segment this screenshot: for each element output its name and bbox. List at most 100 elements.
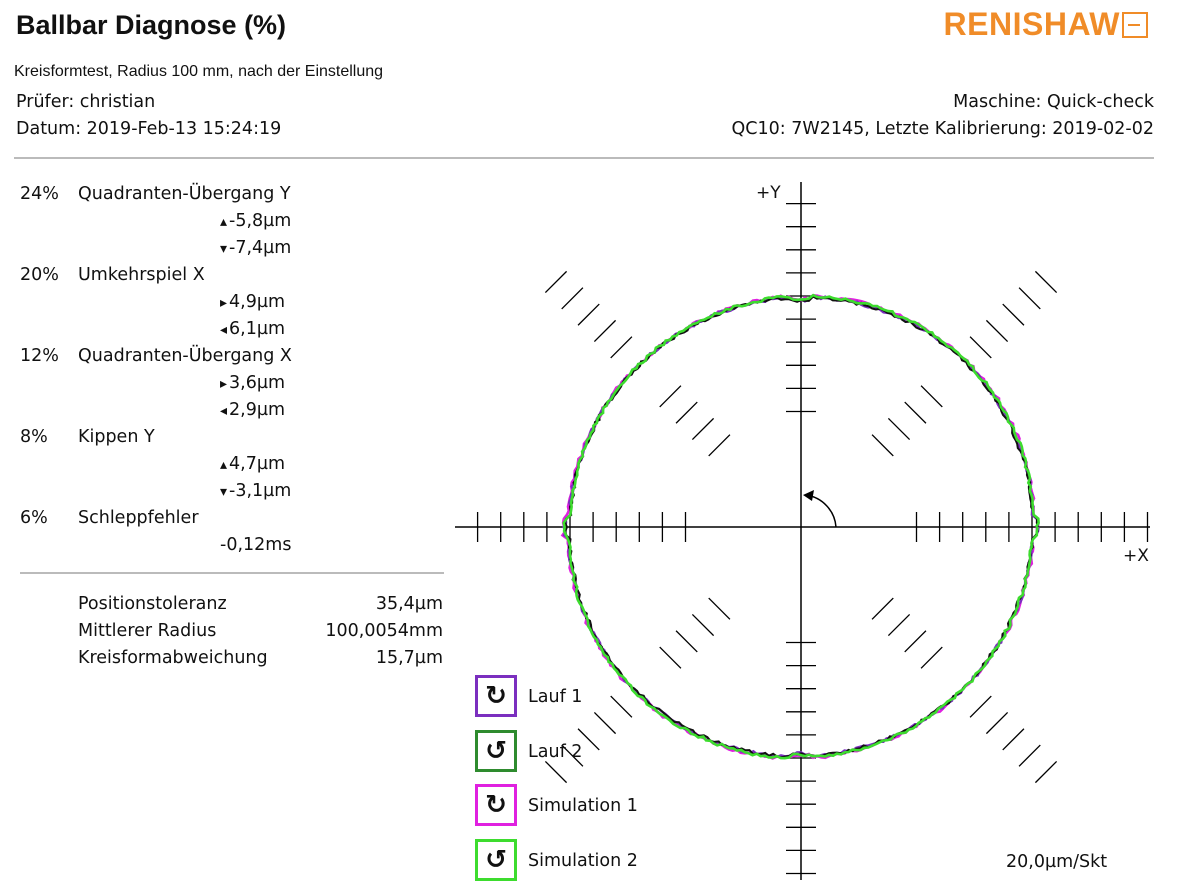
- clockwise-arrow-icon: ↻: [485, 790, 507, 820]
- diag-value-text: 6,1µm: [229, 319, 286, 339]
- page-title: Ballbar Diagnose (%): [16, 10, 287, 40]
- up-arrow-icon: ▴: [220, 457, 228, 473]
- diagonal-tick: [577, 728, 600, 751]
- diagonal-tick: [871, 597, 894, 620]
- legend-swatch: ↺: [475, 838, 517, 881]
- diag-value-text: 2,9µm: [229, 400, 286, 420]
- diag-name: Quadranten-Übergang Y: [78, 184, 291, 204]
- diagonal-tick: [708, 597, 731, 620]
- right-arrow-icon: ▸: [220, 376, 228, 392]
- summary-divider: [20, 572, 444, 574]
- diagonal-tick: [610, 695, 633, 718]
- counterclockwise-arrow-icon: ↺: [485, 735, 507, 766]
- diagonal-tick: [1002, 303, 1025, 326]
- y-axis-label: +Y: [756, 183, 781, 203]
- clockwise-arrow-icon: ↻: [485, 681, 507, 711]
- diag-value-text: -7,4µm: [229, 238, 292, 258]
- diagonal-tick: [871, 434, 894, 457]
- diagonal-tick: [610, 336, 633, 359]
- left-arrow-icon: ◂: [220, 403, 228, 419]
- diagonal-tick: [920, 646, 943, 669]
- maschine-label: Maschine: Quick-check: [953, 92, 1154, 112]
- diagonal-tick: [985, 319, 1009, 343]
- legend-label: Simulation 2: [528, 850, 638, 871]
- diagonal-tick: [544, 760, 568, 784]
- diagonal-tick: [708, 434, 731, 457]
- diagonal-tick: [1034, 760, 1058, 784]
- diag-value-text: 3,6µm: [229, 373, 286, 393]
- legend-swatch: ↺: [475, 729, 517, 772]
- pruefer-label: Prüfer: christian: [16, 92, 156, 112]
- right-arrow-icon: ▸: [220, 295, 228, 311]
- diagonal-tick: [904, 630, 927, 653]
- summary-label: Mittlerer Radius: [78, 621, 217, 641]
- start-direction-arrow-icon: [803, 490, 814, 501]
- diag-percent: 24%: [20, 184, 59, 204]
- scale-label: 20,0µm/Skt: [1006, 852, 1108, 872]
- diagonal-tick: [1018, 287, 1041, 310]
- summary-value: 35,4µm: [375, 594, 443, 614]
- logo-text: RENISHAW: [943, 6, 1120, 42]
- diagonal-tick: [659, 646, 682, 669]
- left-arrow-icon: ◂: [220, 322, 228, 338]
- summary-label: Kreisformabweichung: [78, 648, 268, 668]
- diagonal-tick: [691, 613, 715, 637]
- diag-value: ▴4,7µm: [220, 454, 285, 474]
- diagonal-tick: [675, 401, 698, 424]
- diag-name: Kippen Y: [78, 427, 155, 447]
- diagonal-tick: [887, 417, 911, 441]
- diagonal-tick: [593, 711, 617, 735]
- diag-value: ▸4,9µm: [220, 292, 285, 312]
- diagonal-tick: [969, 336, 992, 359]
- summary-label: Positionstoleranz: [78, 594, 227, 614]
- header-divider: [14, 157, 1154, 159]
- diagonal-tick: [691, 417, 715, 441]
- diag-value: ▴-5,8µm: [220, 211, 291, 231]
- legend-swatch: ↻: [475, 675, 517, 717]
- diag-value-text: -5,8µm: [229, 211, 292, 231]
- diag-value: ▾-3,1µm: [220, 481, 291, 501]
- legend-label: Simulation 1: [528, 796, 638, 816]
- diag-name: Schleppfehler: [78, 508, 199, 528]
- diag-value: ▸3,6µm: [220, 373, 285, 393]
- diagonal-tick: [593, 319, 617, 343]
- diagonal-tick: [561, 287, 584, 310]
- renishaw-logo: RENISHAW: [944, 6, 1148, 43]
- diagonal-tick: [887, 613, 911, 637]
- counterclockwise-arrow-icon: ↺: [485, 844, 507, 875]
- diag-percent: 6%: [20, 508, 48, 528]
- diagonal-tick: [577, 303, 600, 326]
- diagonal-tick: [659, 385, 682, 408]
- diagonal-tick: [920, 385, 943, 408]
- diag-value-text: 4,7µm: [229, 454, 286, 474]
- up-arrow-icon: ▴: [220, 214, 228, 230]
- diag-name: Umkehrspiel X: [78, 265, 205, 285]
- diagonal-tick: [904, 401, 927, 424]
- diagonal-tick: [1018, 744, 1041, 767]
- diagonal-tick: [1034, 270, 1058, 294]
- trace-simulation-2: [562, 293, 1040, 760]
- diagonal-tick: [985, 711, 1009, 735]
- diag-value-text: -0,12ms: [220, 535, 292, 555]
- diagonal-tick: [561, 744, 584, 767]
- diagonal-tick: [1002, 728, 1025, 751]
- diag-percent: 12%: [20, 346, 59, 366]
- down-arrow-icon: ▾: [220, 241, 228, 257]
- diag-percent: 20%: [20, 265, 59, 285]
- diagonal-tick: [544, 270, 568, 294]
- datum-label: Datum: 2019-Feb-13 15:24:19: [16, 119, 282, 139]
- summary-value: 15,7µm: [375, 648, 443, 668]
- diag-value-text: -3,1µm: [229, 481, 292, 501]
- diag-value-text: 4,9µm: [229, 292, 286, 312]
- diag-value: ◂2,9µm: [220, 400, 285, 420]
- diagonal-tick: [675, 630, 698, 653]
- diag-percent: 8%: [20, 427, 48, 447]
- diagonal-tick: [969, 695, 992, 718]
- test-subtitle: Kreisformtest, Radius 100 mm, nach der E…: [14, 63, 384, 80]
- legend-swatch: ↻: [475, 784, 517, 826]
- diag-value: -0,12ms: [220, 535, 291, 555]
- diag-name: Quadranten-Übergang X: [78, 346, 292, 366]
- legend-label: Lauf 1: [528, 687, 583, 707]
- down-arrow-icon: ▾: [220, 484, 228, 500]
